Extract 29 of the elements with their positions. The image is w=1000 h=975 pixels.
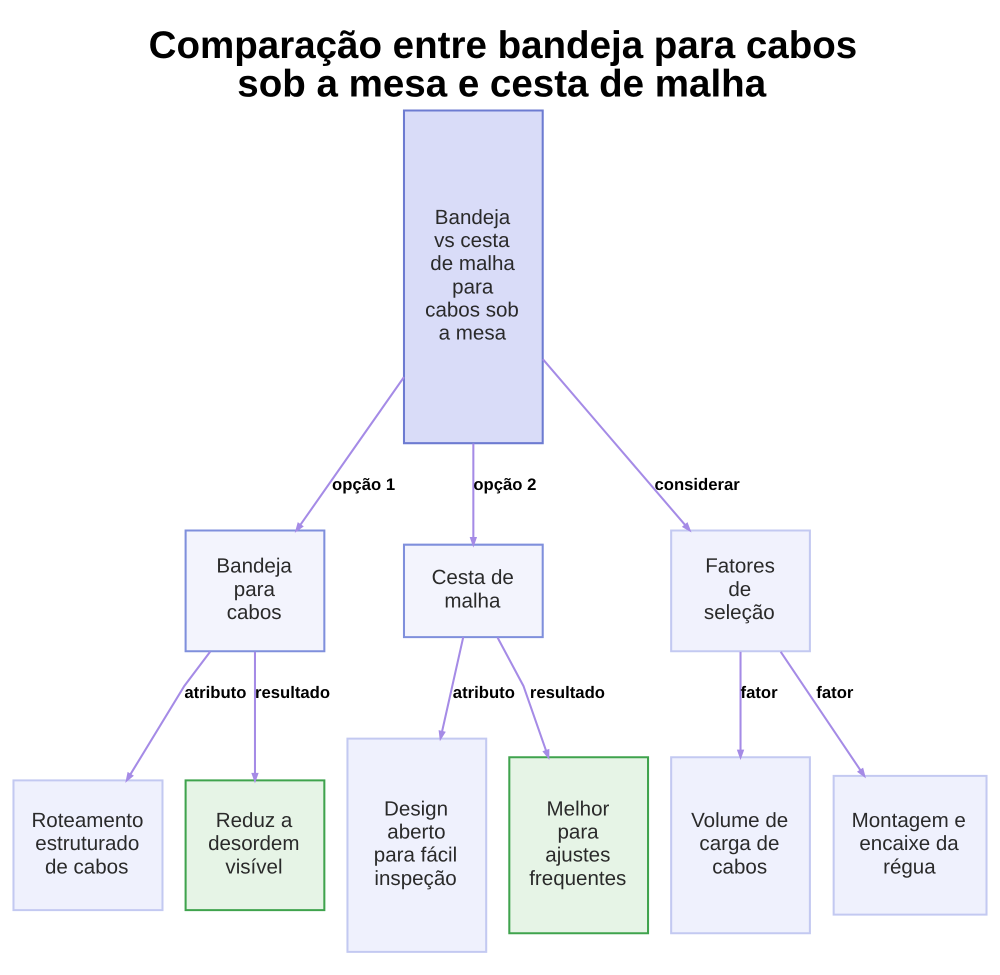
edge-label: resultado [530, 683, 605, 702]
edge-label: atributo [452, 683, 515, 702]
arrow [736, 652, 744, 760]
arrow [125, 650, 212, 783]
diagram-title: Comparação entre bandeja para cabos sob a mesa e cesta de malha [148, 24, 858, 106]
arrow [470, 443, 478, 548]
node-box: Volume de carga de cabos [670, 756, 811, 934]
arrow [294, 376, 405, 533]
edge-label: opção 1 [332, 474, 396, 494]
arrow [780, 651, 866, 778]
edge-label: fator [740, 683, 778, 702]
edge-label: atributo [184, 683, 246, 702]
edge-label: fator [816, 683, 854, 702]
node-box: Melhor para ajustes frequentes [508, 756, 650, 934]
edge-label: considerar [654, 474, 740, 494]
arrow [542, 358, 692, 533]
node-box: Roteamento estruturado de cabos [12, 779, 164, 912]
node-box: Design aberto para fácil inspeção [346, 738, 488, 953]
arrow [496, 636, 550, 760]
arrow [251, 652, 259, 784]
node-box: Bandeja vs cesta de malha para cabos sob a mesa [402, 109, 544, 444]
node-box: Bandeja para cabos [184, 530, 326, 652]
node-box: Montagem e encaixe da régua [832, 774, 988, 916]
node-box: Reduz a desordem visível [184, 779, 326, 912]
node-box: Fatores de seleção [670, 530, 811, 652]
edge-label: resultado [254, 683, 330, 702]
arrow [438, 636, 464, 742]
node-box: Cesta de malha [402, 544, 544, 638]
edge-label: opção 2 [473, 474, 536, 494]
